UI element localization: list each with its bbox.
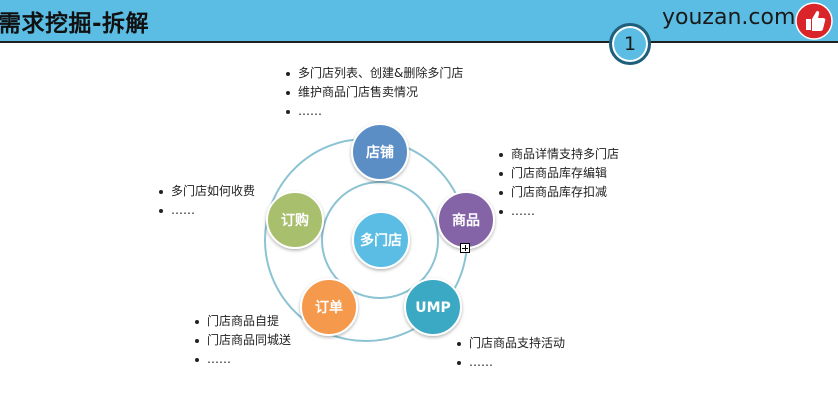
node-ump-label: UMP — [415, 300, 451, 316]
node-goods: 商品 — [437, 191, 495, 249]
center-node-label: 多门店 — [360, 232, 402, 249]
list-item: 门店商品库存扣减 — [497, 183, 619, 202]
inner-ring — [321, 181, 439, 299]
list-item: …… — [157, 201, 255, 220]
node-order: 订单 — [300, 278, 358, 336]
note-list-ump: 门店商品支持活动 …… — [455, 334, 565, 372]
node-order-label: 订单 — [315, 299, 343, 316]
list-item: 维护商品门店售卖情况 — [284, 83, 463, 102]
list-item: 多门店如何收费 — [157, 182, 255, 201]
header-bar: 需求挖掘-拆解 youzan.com — [0, 0, 838, 43]
list-item: 多门店列表、创建&删除多门店 — [284, 64, 463, 83]
note-list-order: 门店商品自提 门店商品同城送 …… — [193, 312, 291, 369]
center-node — [352, 211, 410, 269]
note-list-subscribe: 多门店如何收费 …… — [157, 182, 255, 220]
list-item: 门店商品同城送 — [193, 331, 291, 350]
list-item: 商品详情支持多门店 — [497, 145, 619, 164]
node-store: 店铺 — [351, 123, 409, 181]
page-number-badge: 1 — [609, 23, 651, 65]
list-item: …… — [193, 350, 291, 369]
list-item: 门店商品库存编辑 — [497, 164, 619, 183]
thumbs-up-icon — [795, 2, 833, 40]
list-item: …… — [497, 202, 619, 221]
list-item: …… — [284, 102, 463, 121]
node-ump: UMP — [404, 278, 462, 336]
page-title: 需求挖掘-拆解 — [0, 11, 150, 37]
node-subscribe: 订购 — [266, 191, 324, 249]
node-goods-label: 商品 — [452, 212, 480, 229]
note-list-store: 多门店列表、创建&删除多门店 维护商品门店售卖情况 …… — [284, 64, 463, 121]
list-item: 门店商品支持活动 — [455, 334, 565, 353]
move-cursor-icon — [460, 243, 470, 253]
list-item: 门店商品自提 — [193, 312, 291, 331]
note-list-goods: 商品详情支持多门店 门店商品库存编辑 门店商品库存扣减 …… — [497, 145, 619, 221]
node-store-label: 店铺 — [366, 144, 394, 161]
list-item: …… — [455, 353, 565, 372]
brand-text: youzan.com — [662, 5, 796, 30]
node-subscribe-label: 订购 — [281, 212, 309, 229]
